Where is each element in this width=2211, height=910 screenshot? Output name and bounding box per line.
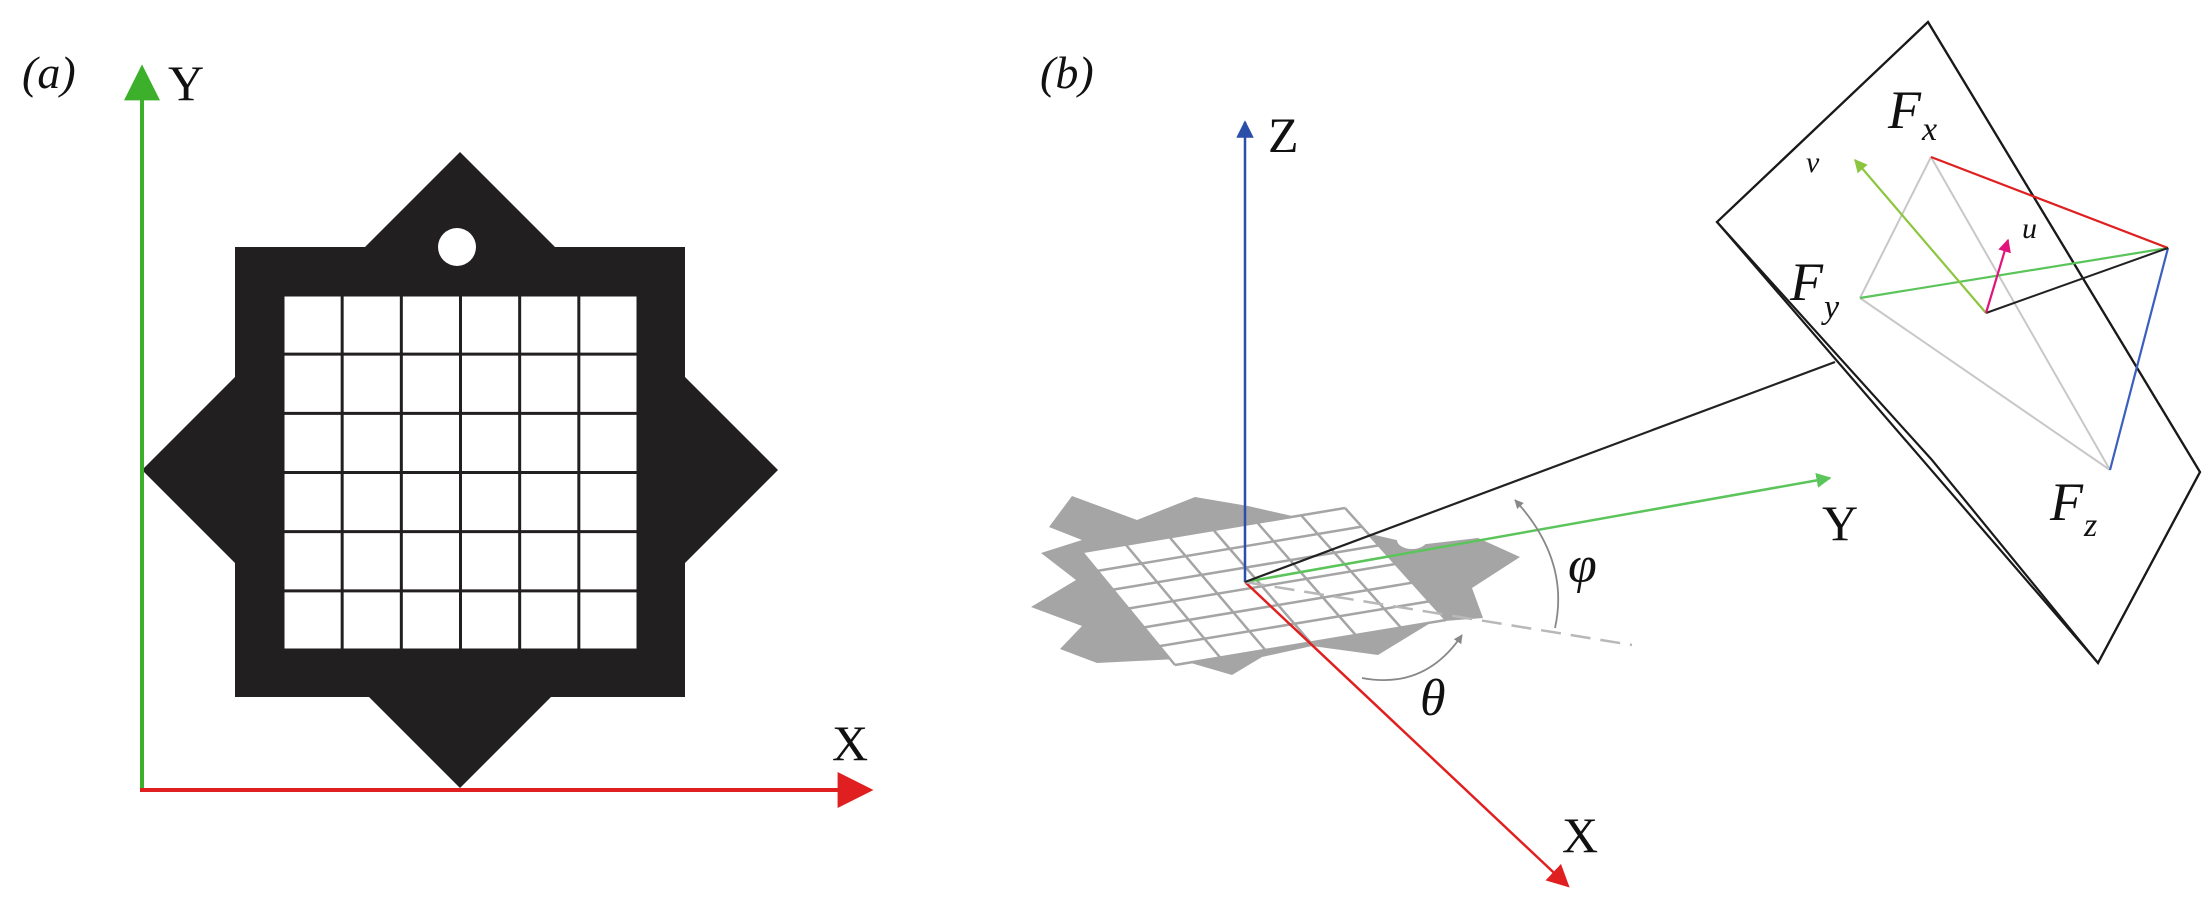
image-plane [1715,20,2202,665]
fy-to-apex-line [1859,246,2169,300]
u-vector [1984,238,2011,314]
projected-target [1031,496,1520,675]
fz-edge [2108,247,2170,471]
projected-grid-line [1128,562,1396,610]
panel-b-label: (b) [1040,47,1094,98]
theta-arc [1361,634,1463,682]
v-vector [1854,158,1987,314]
target-star-shape [142,152,778,788]
svg-text:x: x [1921,111,1937,148]
theta-label: θ [1420,670,1446,727]
projected-grid-line [1097,525,1363,573]
u-label: u [2022,212,2037,245]
svg-text:F: F [1789,252,1824,312]
svg-text:z: z [2083,507,2097,544]
fy-label: F y [1789,252,1840,326]
fx-label: F x [1887,80,1937,148]
svg-text:F: F [1887,80,1922,140]
projected-grid-line [1159,600,1430,648]
x-axis-a-label: X [832,715,868,771]
x-axis-b [1244,581,1570,888]
panel-b: (b) Z X Y φ θ [1031,20,2202,888]
target-grid [281,293,640,652]
image-plane-frame [1715,20,2202,665]
view-direction-line [1244,360,1836,584]
projected-grid-line [1143,581,1413,629]
fz-label: F z [2049,472,2097,544]
projected-hole [1397,531,1427,549]
panel-a-label: (a) [22,47,76,98]
v-label: v [1806,146,1820,179]
x-axis-b-label: X [1562,807,1598,863]
target-hole [438,228,476,266]
center-to-apex-line [1985,247,2169,314]
svg-text:F: F [2049,472,2084,532]
y-axis-b-label: Y [1822,495,1858,551]
z-axis-b-label: Z [1268,107,1299,163]
y-axis-a-label: Y [168,55,204,111]
phi-arc [1514,499,1560,629]
panel-a: (a) Y X [22,47,874,808]
projection-dashed-line [1244,580,1633,647]
projected-grid-line [1081,506,1346,554]
projection-triangle [1854,155,2170,471]
phi-label: φ [1568,537,1597,594]
svg-text:y: y [1821,289,1840,326]
fx-edge [1930,155,2169,250]
